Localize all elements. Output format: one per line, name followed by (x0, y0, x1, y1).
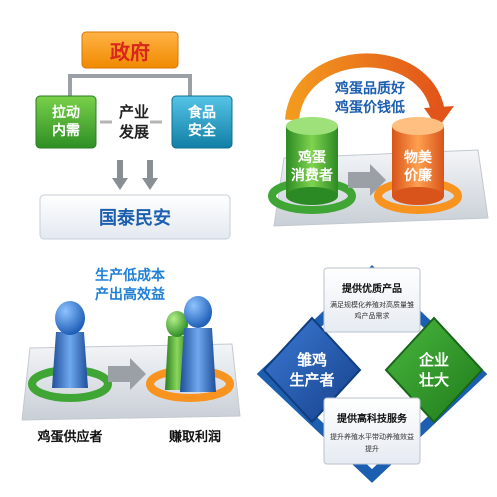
panel-supplier: 生产低成本 产出高效益 鸡蛋供应者 赚取利润 (0, 248, 248, 497)
value-cylinder: 物美 价廉 (392, 142, 444, 192)
food-safety-box: 食品 安全 (172, 96, 232, 148)
egg-quality-line: 鸡蛋品质好 (335, 81, 405, 97)
national-prosperity-label: 国泰民安 (99, 208, 171, 229)
consumer-line1: 鸡蛋 (298, 150, 326, 166)
value-line1: 物美 (404, 150, 432, 166)
tech-service-title: 提供高科技服务 (337, 414, 407, 425)
enterprise-growth-diamond: 企业 壮大 (402, 348, 466, 392)
national-prosperity-box: 国泰民安 (40, 195, 230, 239)
government-label: 政府 (110, 39, 150, 64)
quality-product-body-2: 鸡产品需求 (354, 312, 390, 320)
domestic-demand-box: 拉动 内需 (36, 96, 96, 148)
quality-product-body-1: 满足规模化养殖对高质量雏 (330, 301, 414, 309)
panel-eggs: 鸡蛋品质好 鸡蛋价钱低 鸡蛋 消费者 物美 价廉 (248, 0, 497, 248)
consumer-cylinder: 鸡蛋 消费者 (286, 142, 338, 192)
egg-supplier-label: 鸡蛋供应者 (37, 430, 103, 445)
quality-product-title: 提供优质产品 (342, 284, 402, 295)
high-benefit-line: 产出高效益 (95, 287, 165, 303)
tech-service-body-2: 提升 (365, 445, 379, 453)
supplier-graphics (21, 296, 241, 421)
panel-producer: 雏鸡 生产者 企业 壮大 提供优质产品 满足规模化养殖对高质量雏 鸡产品需求 提… (248, 248, 497, 497)
domestic-demand-line1: 拉动 (52, 105, 80, 121)
chick-producer-line1: 雏鸡 (296, 351, 327, 369)
chick-producer-diamond: 雏鸡 生产者 (280, 348, 344, 392)
earn-profit-label: 赚取利润 (168, 430, 221, 445)
eggs-graphics (268, 53, 489, 227)
government-connectors (35, 31, 233, 240)
industry-development: 产业 发展 (104, 96, 164, 148)
egg-price-line: 鸡蛋价钱低 (335, 100, 405, 116)
industry-line2: 发展 (118, 123, 149, 141)
domestic-demand-line2: 内需 (52, 123, 80, 139)
government-box: 政府 (82, 32, 178, 68)
value-line2: 价廉 (404, 168, 432, 184)
industry-line1: 产业 (118, 103, 149, 121)
producer-graphics (256, 265, 488, 483)
enterprise-line2: 壮大 (418, 371, 449, 389)
panel-government: 政府 拉动 内需 产业 发展 食品 安全 国泰民安 (0, 0, 248, 248)
low-cost-line: 生产低成本 (95, 268, 165, 284)
consumer-line2: 消费者 (291, 168, 333, 184)
food-safety-line1: 食品 (188, 105, 216, 121)
food-safety-line2: 安全 (188, 123, 216, 139)
enterprise-line1: 企业 (418, 351, 449, 369)
chick-producer-line2: 生产者 (289, 371, 335, 389)
tech-service-body-1: 提升养殖水平带动养殖效益 (330, 433, 414, 441)
